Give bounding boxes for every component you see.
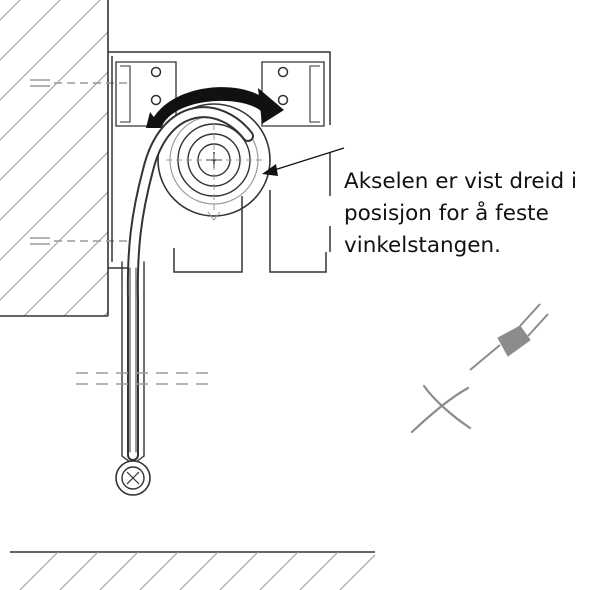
wall-screw-lower — [30, 237, 140, 245]
wall — [0, 0, 109, 317]
annotation-line-1: Akselen er vist dreid i — [344, 169, 577, 194]
crank-handle-eye — [115, 460, 151, 496]
annotation-line-3: vinkelstangen. — [344, 233, 501, 258]
floor — [10, 551, 375, 590]
callout-pointer-arrow — [262, 147, 345, 176]
crank-rod — [121, 106, 254, 463]
tube-shaft — [157, 103, 271, 221]
annotation-line-2: posisjon for å feste — [344, 201, 549, 226]
dashed-height-marking — [76, 372, 210, 385]
mounting-bracket — [108, 51, 331, 273]
scissors-icon — [410, 384, 472, 434]
curved-rotation-arrow-icon — [146, 87, 284, 128]
wall-screw-upper — [30, 79, 128, 87]
plug-icon — [469, 303, 549, 371]
annotation-text: Akselen er vist dreid i posisjon for å f… — [344, 166, 602, 262]
